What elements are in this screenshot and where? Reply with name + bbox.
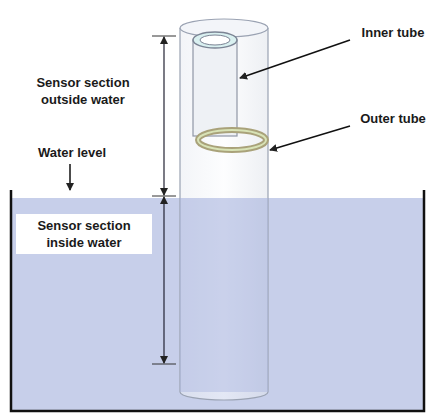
dimension-line [163,280,164,363]
dimension-line [163,37,164,115]
leader-arrow [240,40,350,78]
leader-arrow [270,126,350,150]
dimension-line [163,115,164,195]
inner-tube-top [193,32,237,48]
part-label: Water level [22,144,122,161]
water [11,198,424,411]
dimension-label: Sensor section inside water [16,214,152,254]
dim-tick [152,36,176,37]
dimension-line [163,197,164,280]
outer-tube [180,28,268,400]
container [11,190,424,411]
part-label: Inner tube [354,24,432,41]
dim-tick [152,196,176,197]
dimension-label: Sensor section outside water [12,74,154,108]
dim-tick [152,364,176,365]
outer-tube-ring-inner [198,130,266,150]
inner-tube [193,40,237,136]
outer-tube-ring [198,130,266,150]
part-label: Outer tube [354,110,432,127]
leader-arrow [69,164,71,190]
inner-tube-bore [200,35,230,45]
submerged-tube [180,198,268,392]
